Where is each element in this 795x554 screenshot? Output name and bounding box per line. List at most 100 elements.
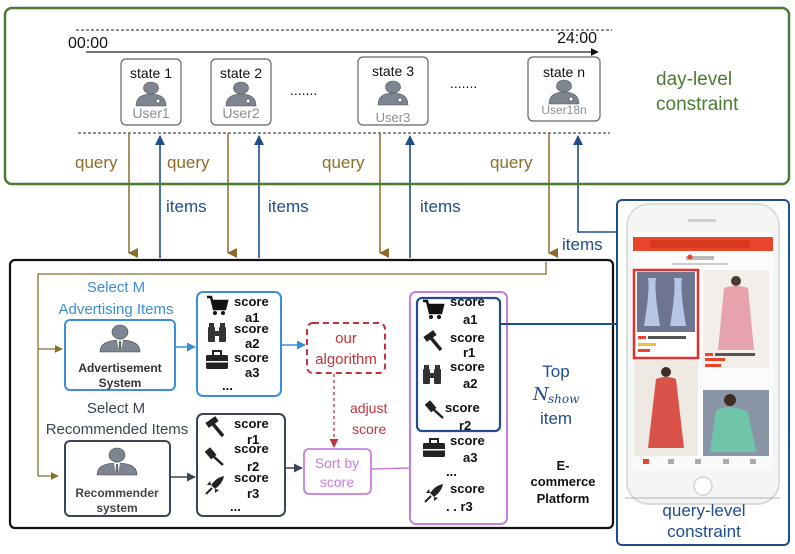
- phone-product-4[interactable]: [703, 390, 769, 456]
- rec-score-id: r1: [247, 432, 259, 447]
- rec-system-line2: system: [96, 501, 137, 515]
- merged-scores-box: score a1 score r1 score a2 score r2 scor…: [409, 291, 508, 525]
- ad-score-id: a2: [245, 336, 259, 351]
- rec-score-label: score: [234, 441, 269, 456]
- ad-system-line1: Advertisement: [78, 361, 161, 375]
- phone-home-button[interactable]: [693, 476, 713, 496]
- items-arrows: [155, 135, 622, 258]
- ad-score-id: a1: [245, 310, 259, 325]
- merged-score-id: r2: [459, 418, 471, 433]
- recommender-system-box: Recommender system: [64, 440, 171, 517]
- merged-score-label: score: [450, 433, 485, 448]
- phone-mockup: [626, 203, 780, 505]
- state-title: state 3: [372, 63, 414, 79]
- merged-score-id: a2: [463, 376, 477, 391]
- top-n-symbol: N: [532, 384, 550, 405]
- sort-to-merged-line: [370, 467, 411, 470]
- rec-system-line1: Recommender: [75, 486, 159, 500]
- query-label-2: query: [167, 153, 210, 172]
- rec-scores-more: ...: [230, 499, 241, 514]
- ad-score-label: score: [234, 294, 269, 309]
- items-label-2: items: [268, 197, 309, 216]
- timeline-end-label: 24:00: [557, 30, 597, 47]
- ad-scores-box: score a1 score a2 score a3 ...: [196, 291, 282, 397]
- phone-nav-tab-icon[interactable]: [668, 459, 674, 464]
- rec-scores-box: score r1 score r2 score r3 ...: [196, 413, 286, 517]
- phone-nav-cart-icon[interactable]: [723, 459, 729, 464]
- rec-score-label: score: [234, 416, 269, 431]
- merged-score-label: score: [450, 330, 485, 345]
- rec-select-line1: Select M: [87, 400, 145, 417]
- state-user: User3: [376, 110, 411, 125]
- state-box-1: state 1 User1: [120, 58, 182, 126]
- ad-scores-more: ...: [222, 378, 233, 393]
- phone-nav-tab-icon[interactable]: [695, 459, 701, 464]
- state-title: state 1: [130, 65, 172, 81]
- timeline-start-label: 00:00: [68, 35, 108, 52]
- query-arrows: [128, 133, 558, 258]
- phone-product-1[interactable]: [632, 268, 700, 360]
- items-arrow-4: [573, 135, 622, 233]
- query-label-4: query: [490, 153, 533, 172]
- merged-score-label: score: [445, 400, 480, 415]
- merged-score-id: . . r3: [446, 499, 473, 514]
- ecommerce-platform-frame: [8, 258, 615, 530]
- query-level-label-line1: query-level: [662, 501, 745, 520]
- our-algorithm-box: our algorithm: [306, 322, 386, 374]
- query-branch-line: [37, 262, 547, 470]
- phone-banner-icon: [687, 254, 693, 260]
- algorithm-line1: our: [335, 330, 357, 347]
- query-label-1: query: [75, 153, 118, 172]
- phone-product-3[interactable]: [634, 360, 698, 456]
- state-user: User2: [222, 105, 260, 121]
- ecommerce-line1: E-: [557, 458, 570, 473]
- top-label-line1: Top: [542, 362, 569, 381]
- algorithm-line2: algorithm: [315, 351, 377, 368]
- state-box-n: state n User18n: [527, 56, 601, 122]
- sort-line2: score: [320, 474, 354, 490]
- merged-score-label: score: [450, 359, 485, 374]
- ad-system-line2: System: [99, 376, 142, 390]
- phone-banner-sub: [672, 263, 728, 265]
- merged-score-label: score: [450, 294, 485, 309]
- phone-banner-text: [686, 256, 714, 260]
- merged-score-label: score: [450, 481, 485, 496]
- top-n-show-box: [415, 296, 502, 433]
- top-n-show-label: N show: [532, 384, 580, 406]
- ecommerce-line3: Platform: [537, 491, 590, 506]
- adjust-line2: score: [352, 421, 386, 437]
- query-label-3: query: [322, 153, 365, 172]
- items-label-phone: items: [562, 235, 603, 254]
- day-level-label-line1: day-level: [656, 69, 732, 90]
- states-ellipsis-2: .......: [450, 75, 477, 91]
- states-ellipsis-1: .......: [290, 82, 317, 98]
- phone-nav-profile-icon[interactable]: [750, 459, 756, 464]
- state-title: state n: [543, 64, 585, 80]
- phone-product-2[interactable]: [703, 270, 769, 368]
- items-label-3: items: [420, 197, 461, 216]
- rec-score-label: score: [234, 470, 269, 485]
- ad-select-line2: Advertising Items: [58, 301, 173, 318]
- rec-score-id: r2: [247, 459, 259, 474]
- phone-search-field: [650, 240, 750, 248]
- merged-scores-more: ...: [446, 464, 457, 479]
- sort-line1: Sort by: [315, 455, 359, 471]
- ad-score-label: score: [234, 321, 269, 336]
- merged-score-id: a3: [463, 450, 477, 465]
- ecommerce-line2: commerce: [530, 474, 595, 489]
- ad-score-id: a3: [245, 365, 259, 380]
- top-label-line3: item: [540, 409, 572, 428]
- state-box-2: state 2 User2: [210, 58, 272, 126]
- ad-select-line1: Select M: [87, 279, 145, 296]
- day-level-constraint-frame: [3, 6, 791, 186]
- rec-select-line2: Recommended Items: [46, 421, 189, 438]
- rec-score-id: r3: [247, 486, 259, 501]
- ad-score-label: score: [234, 350, 269, 365]
- phone-nav-home-icon[interactable]: [643, 459, 649, 464]
- adjust-line1: adjust: [350, 400, 387, 416]
- merged-score-id: r1: [463, 345, 475, 360]
- state-user: User18n: [541, 103, 586, 117]
- state-user: User1: [132, 105, 170, 121]
- merged-score-id: a1: [463, 312, 477, 327]
